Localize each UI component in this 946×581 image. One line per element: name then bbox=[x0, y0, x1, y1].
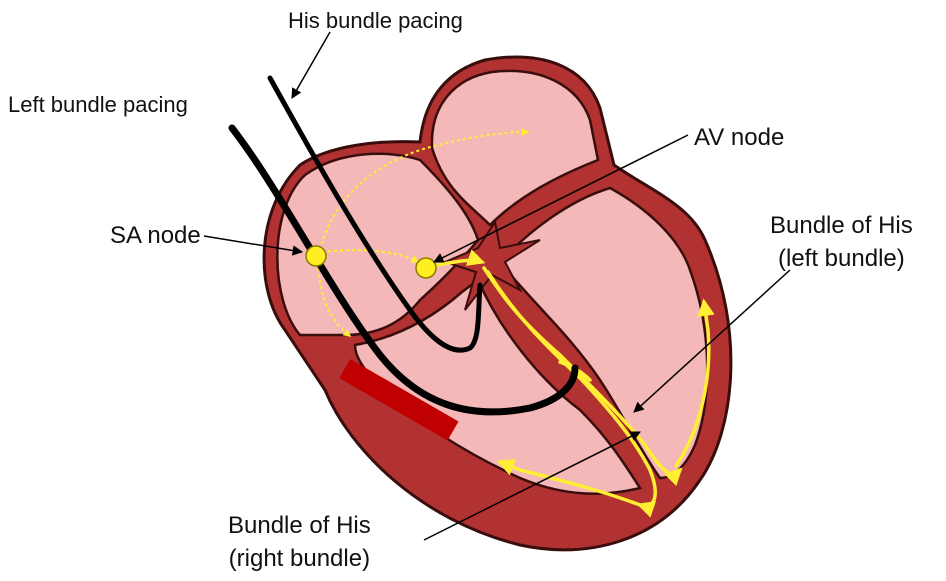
left-bundle-pacing-label: Left bundle pacing bbox=[8, 92, 188, 118]
bundle-of-his-left-line2: (left bundle) bbox=[770, 245, 913, 274]
av-node-dot bbox=[416, 258, 436, 278]
bundle-of-his-left-line1: Bundle of His bbox=[770, 212, 913, 241]
sa-node-dot bbox=[306, 246, 326, 266]
bundle-of-his-left-label: Bundle of His (left bundle) bbox=[770, 212, 913, 274]
bundle-of-his-right-line1: Bundle of His bbox=[228, 512, 371, 541]
bundle-of-his-right-line2: (right bundle) bbox=[228, 545, 371, 574]
bundle-of-his-right-label: Bundle of His (right bundle) bbox=[228, 512, 371, 574]
av-node-label: AV node bbox=[694, 124, 784, 153]
his-bundle-pacing-label: His bundle pacing bbox=[288, 8, 463, 34]
sa-node-label: SA node bbox=[110, 222, 201, 251]
